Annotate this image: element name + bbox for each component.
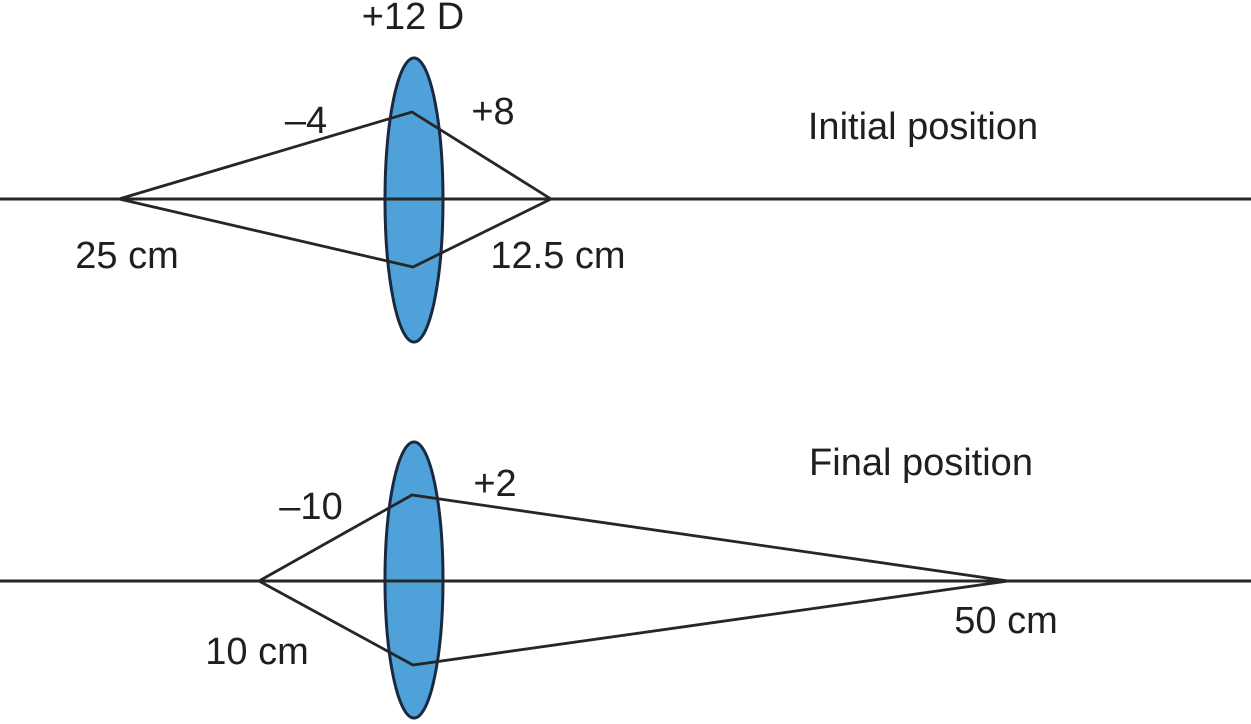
final-object-vergence-label: –10 <box>279 486 343 528</box>
final-image-distance-label: 50 cm <box>954 600 1058 642</box>
initial-upper-ray <box>118 110 552 201</box>
final-position-caption: Final position <box>809 442 1033 484</box>
final-upper-ray <box>258 493 1009 583</box>
initial-image-distance-label: 12.5 cm <box>490 235 626 277</box>
final-lower-ray <box>258 579 1009 667</box>
initial-object-distance-label: 25 cm <box>75 235 179 277</box>
initial-diagram <box>0 56 1251 344</box>
final-object-distance-label: 10 cm <box>205 631 309 673</box>
initial-position-caption: Initial position <box>807 106 1039 148</box>
initial-image-vergence-label: +8 <box>471 91 515 133</box>
final-image-vergence-label: +2 <box>473 463 517 505</box>
initial-object-vergence-label: –4 <box>284 100 328 142</box>
final-diagram <box>0 440 1251 720</box>
initial-lens-power-label: +12 D <box>361 0 465 38</box>
initial-lower-ray <box>118 197 552 269</box>
